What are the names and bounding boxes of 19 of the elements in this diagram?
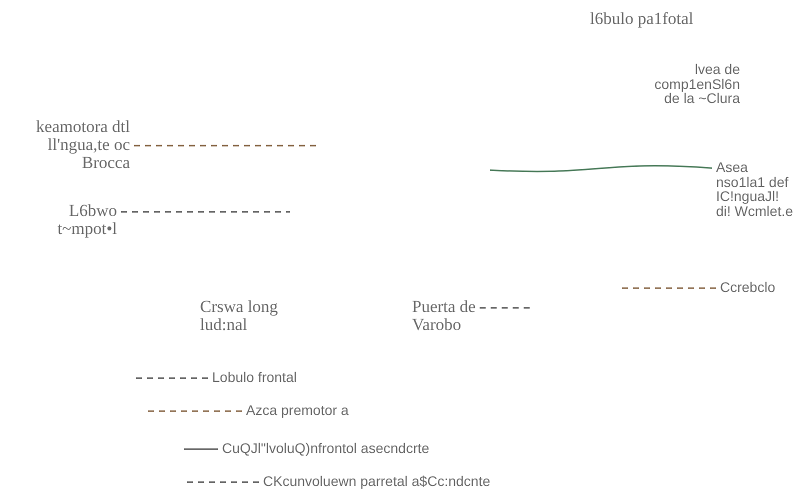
leader-line [184,448,218,450]
leader-line [121,211,290,213]
part-label: Lobulo frontal [212,370,352,385]
part-label: Puerta de Varobo [412,298,512,334]
leader-line [480,307,532,309]
part-label: Asea nso1la1 def IC!nguaJl! di! Wcmlet.e [716,160,796,219]
part-label: l6bulo pa1fotal [590,10,694,28]
leader-line [620,287,716,289]
part-label: CKcunvoluewn parretal a$Cc:ndcnte [263,474,523,489]
part-label: Crswa long lud:nal [200,298,279,334]
part-label: lvea de comp1enSl6n de la ~Clura [653,62,740,106]
part-label: Ccrebclo [720,280,800,295]
leader-line [148,410,242,412]
part-label: CuQJl"lvoluQ)nfrontol asecndcrte [222,441,482,456]
leader-line [185,481,259,483]
part-label: keamotora dtl ll'ngua,te oc Brocca [20,118,130,172]
leader-line [490,165,712,172]
part-label: L6bwo t~mpot•l [25,202,117,238]
part-label: Azca premotor a [246,403,396,418]
